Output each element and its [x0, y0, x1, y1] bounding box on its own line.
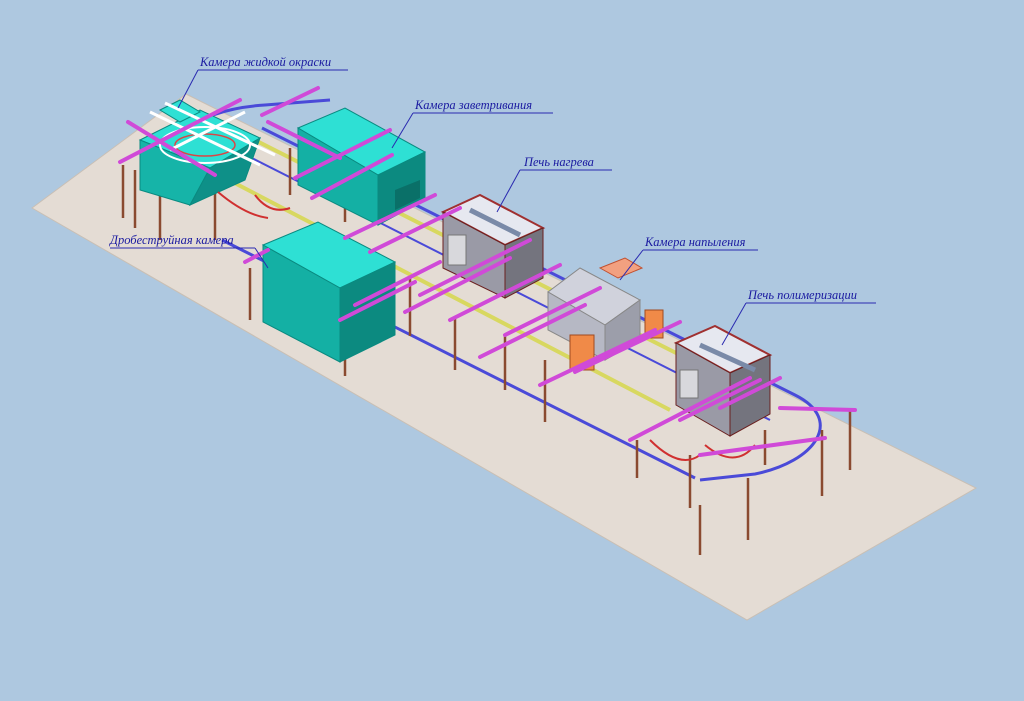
curing-oven-model: [673, 324, 773, 437]
label-curing-oven: Печь полимеризации: [747, 288, 857, 302]
callout-curing-oven: Печь полимеризации: [721, 288, 876, 346]
callout-shot-blast-booth: Дробеструйная камера: [109, 233, 269, 269]
label-paint-booth: Камера жидкой окраски: [199, 55, 331, 69]
label-shot-blast-booth: Дробеструйная камера: [109, 233, 234, 247]
callout-paint-booth: Камера жидкой окраски: [177, 55, 348, 109]
heating-oven-model: [440, 193, 546, 299]
label-flash-off-booth: Камера заветривания: [414, 98, 532, 112]
shot-blast-booth-model: [261, 221, 397, 363]
callout-spray-booth: Камера напыления: [619, 235, 758, 281]
label-heating-oven: Печь нагрева: [523, 155, 594, 169]
purple-cross-beams: [118, 86, 857, 457]
label-spray-booth: Камера напыления: [644, 235, 746, 249]
callout-flash-off-booth: Камера заветривания: [391, 98, 553, 149]
callout-heating-oven: Печь нагрева: [496, 155, 612, 213]
